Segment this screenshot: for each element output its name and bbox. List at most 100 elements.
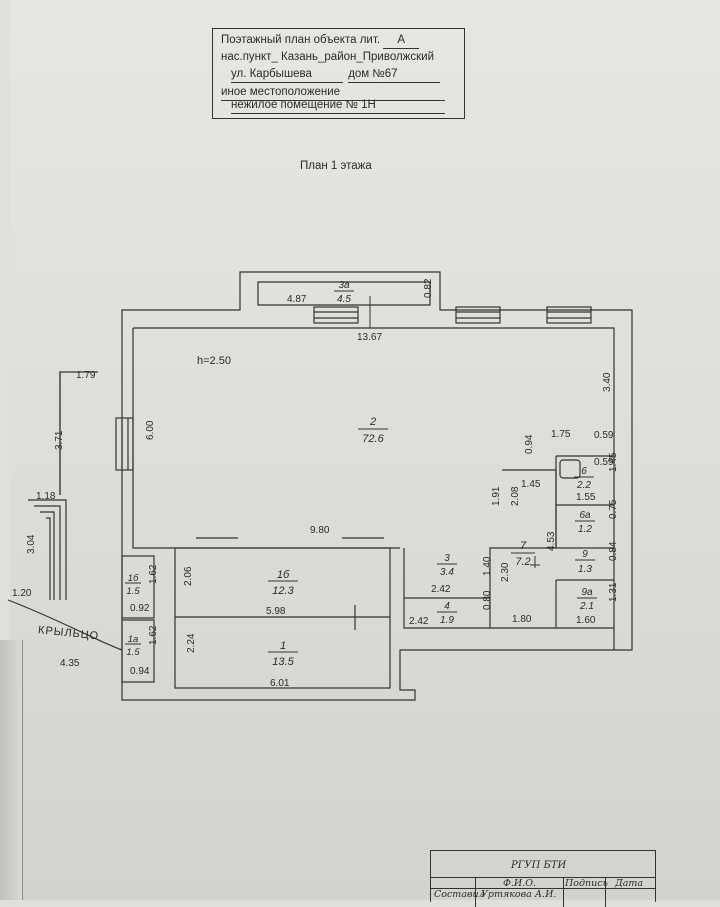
dimension: 2.08 xyxy=(510,486,521,506)
stamp-house: дом №67 xyxy=(348,67,441,83)
dimension: 2.42 xyxy=(431,584,451,595)
room-area: 1.2 xyxy=(578,524,592,535)
dimension: 1.45 xyxy=(608,452,619,472)
room-area: 13.5 xyxy=(272,656,294,668)
room-id: 1 xyxy=(280,640,286,652)
dimension: 1.31 xyxy=(608,582,619,602)
dimension: 2.30 xyxy=(500,562,511,582)
dimension: 0.94 xyxy=(130,666,150,677)
dimension: 2.24 xyxy=(186,633,197,653)
room-area: 12.3 xyxy=(272,585,294,597)
dimension: 0.59 xyxy=(594,457,614,468)
room-area: 1.9 xyxy=(440,615,454,626)
title-block-row-name: Уртякова А.И. xyxy=(481,889,557,900)
dimension: 3.04 xyxy=(26,534,37,554)
room-7: 7 7.2 xyxy=(511,540,535,568)
walls xyxy=(7,271,633,701)
room-2: 2 72.6 xyxy=(358,416,388,445)
room-1: 1 13.5 xyxy=(268,640,298,668)
room-id: 9 xyxy=(582,549,588,560)
room-area: 3.4 xyxy=(440,567,454,578)
dimension: 1.91 xyxy=(491,486,502,506)
room-9: 9 1.3 xyxy=(575,549,595,575)
dimension: 0.94 xyxy=(524,434,535,454)
room-area: 2.1 xyxy=(579,601,594,612)
dimension: 1.55 xyxy=(576,492,596,503)
room-area: 1.5 xyxy=(126,586,140,597)
room-id: 6а xyxy=(579,510,591,521)
room-3a: 3а 4.5 xyxy=(334,280,354,305)
room-id: 6 xyxy=(581,466,587,477)
room-area: 2.2 xyxy=(576,480,591,491)
dimension: 1.40 xyxy=(482,556,493,576)
dimension: 4.87 xyxy=(287,294,307,305)
room-area: 72.6 xyxy=(362,433,384,445)
room-id: 1б xyxy=(277,569,290,581)
dimension: 1.62 xyxy=(148,564,159,584)
dimension: 1.75 xyxy=(551,429,571,440)
dimension: 0.75 xyxy=(608,499,619,519)
dimension: 0.92 xyxy=(130,603,150,614)
dimension: 13.67 xyxy=(357,332,382,343)
room-6: 6 2.2 xyxy=(574,466,594,491)
dimension: 1.20 xyxy=(12,588,32,599)
room-id: 7 xyxy=(520,540,527,552)
title-block-sign-header: Подпись xyxy=(565,878,608,889)
object-stamp: Поэтажный план объекта лит. А нас.пункт_… xyxy=(212,28,465,119)
dimension: 5.98 xyxy=(266,606,286,617)
room-1b: 1б 12.3 xyxy=(268,569,298,597)
title-block-fio-header: Ф.И.О. xyxy=(503,878,537,889)
dimension: 1.62 xyxy=(148,625,159,645)
room-area: 7.2 xyxy=(515,556,530,568)
room-area: 4.5 xyxy=(337,294,351,305)
room-4: 4 1.9 xyxy=(437,601,457,626)
dimension: 0.59 xyxy=(594,430,614,441)
room-3: 3 3.4 xyxy=(437,553,457,578)
stamp-location: нас.пункт_ Казань_район_Приволжский xyxy=(221,51,435,63)
stamp-liter: А xyxy=(383,33,420,49)
dimension: 1.79 xyxy=(76,370,96,381)
dimension: 0.84 xyxy=(608,541,619,561)
dimension: 1.45 xyxy=(521,479,541,490)
stamp-street: ул. Карбышева xyxy=(231,67,343,83)
dimension: 3.71 xyxy=(54,430,65,450)
room-id: 2 xyxy=(369,416,376,428)
room-id: 3 xyxy=(444,553,450,564)
stamp-other-location: иное местоположение xyxy=(221,85,445,101)
stamp-line1-prefix: Поэтажный план объекта лит. xyxy=(221,34,381,46)
dimension: 3.40 xyxy=(602,372,613,392)
room-6a: 6а 1.2 xyxy=(575,510,595,535)
title-block-date-header: Дата xyxy=(615,878,644,889)
room-labels: 3а 4.5 2 72.6 6 2.2 6а 1.2 7 7.2 9 1.3 xyxy=(125,280,597,668)
plan-title: План 1 этажа xyxy=(300,160,372,172)
dimension: 4.53 xyxy=(546,531,557,551)
ceiling-height: h=2.50 xyxy=(197,355,231,367)
room-id: 9а xyxy=(581,587,593,598)
room-id: 1а xyxy=(128,634,139,645)
title-block-org: РГУП БТИ xyxy=(511,860,567,871)
binder-edge xyxy=(0,640,23,900)
room-id: 4 xyxy=(444,601,450,612)
stamp-premises: нежилое помещение № 1Н xyxy=(231,98,445,114)
dimension-labels: 4.87 0.82 13.67 3.40 6.00 1.79 3.71 1.18… xyxy=(12,278,619,689)
title-block-row-label: Составил xyxy=(434,889,485,900)
room-id: 1б xyxy=(128,573,139,584)
room-id: 3а xyxy=(338,280,350,291)
dimension: 1.60 xyxy=(576,615,596,626)
title-block: РГУП БТИ Ф.И.О. Подпись Дата Составил Ур… xyxy=(430,850,656,907)
dimension: 2.06 xyxy=(183,566,194,586)
door-marks xyxy=(369,296,540,568)
dimension: 1.18 xyxy=(36,491,56,502)
dimension: 6.01 xyxy=(270,678,290,689)
dimension: 9.80 xyxy=(310,525,330,536)
room-area: 1.5 xyxy=(126,647,140,658)
room-9a: 9а 2.1 xyxy=(577,587,597,612)
dimension: 0.80 xyxy=(482,590,493,610)
dimension: 0.82 xyxy=(423,278,434,298)
dimension: 6.00 xyxy=(145,420,156,440)
dimension: 1.80 xyxy=(512,614,532,625)
room-area: 1.3 xyxy=(578,564,592,575)
porch-label: КРЫЛЬЦО xyxy=(37,624,99,642)
dimension: 2.42 xyxy=(409,616,429,627)
